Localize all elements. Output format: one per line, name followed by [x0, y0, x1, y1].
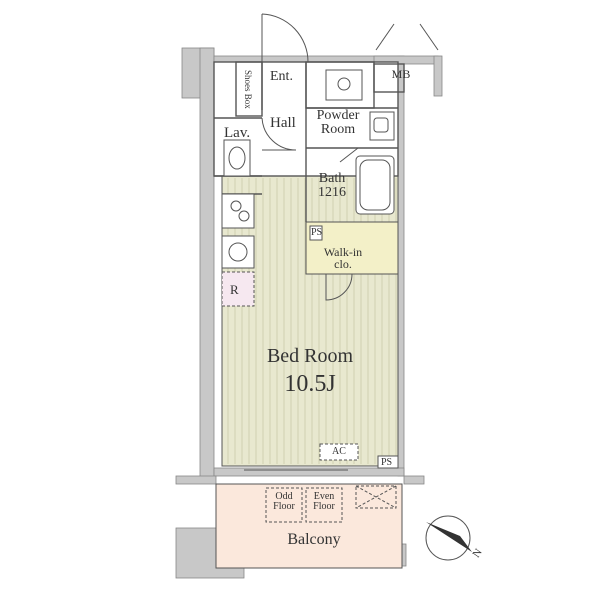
fixtures	[221, 69, 399, 469]
powder-room-label: Powder Room	[316, 108, 360, 137]
bed-room-label: Bed Room	[266, 345, 354, 367]
walk-in-closet-label: Walk-in clo.	[323, 245, 363, 271]
balcony-floor	[215, 483, 403, 569]
bed-room-size-label: 10.5J	[284, 371, 336, 397]
even-floor-label: Even Floor	[313, 491, 335, 512]
meter-box-label: MB	[391, 67, 411, 81]
odd-floor-label: Odd Floor	[273, 491, 295, 512]
pipe-shaft-2-label: PS	[381, 457, 393, 468]
sash	[244, 465, 348, 471]
pipe-shaft-label: PS	[311, 227, 323, 238]
ac-label: AC	[332, 446, 346, 457]
balcony-label: Balcony	[287, 531, 341, 548]
walls	[175, 47, 443, 579]
hall-label: Hall	[270, 115, 296, 131]
compass-icon	[425, 515, 472, 561]
balcony-boxes	[265, 485, 397, 523]
entrance-label: Ent.	[270, 69, 293, 84]
doors	[261, 13, 439, 301]
shoes-box-label: Shoes Box	[243, 70, 253, 109]
bath-label: Bath 1216	[318, 171, 346, 200]
lavatory-label: Lav.	[224, 125, 251, 141]
refrigerator-space	[221, 271, 255, 307]
refrigerator-label: R	[230, 282, 239, 297]
